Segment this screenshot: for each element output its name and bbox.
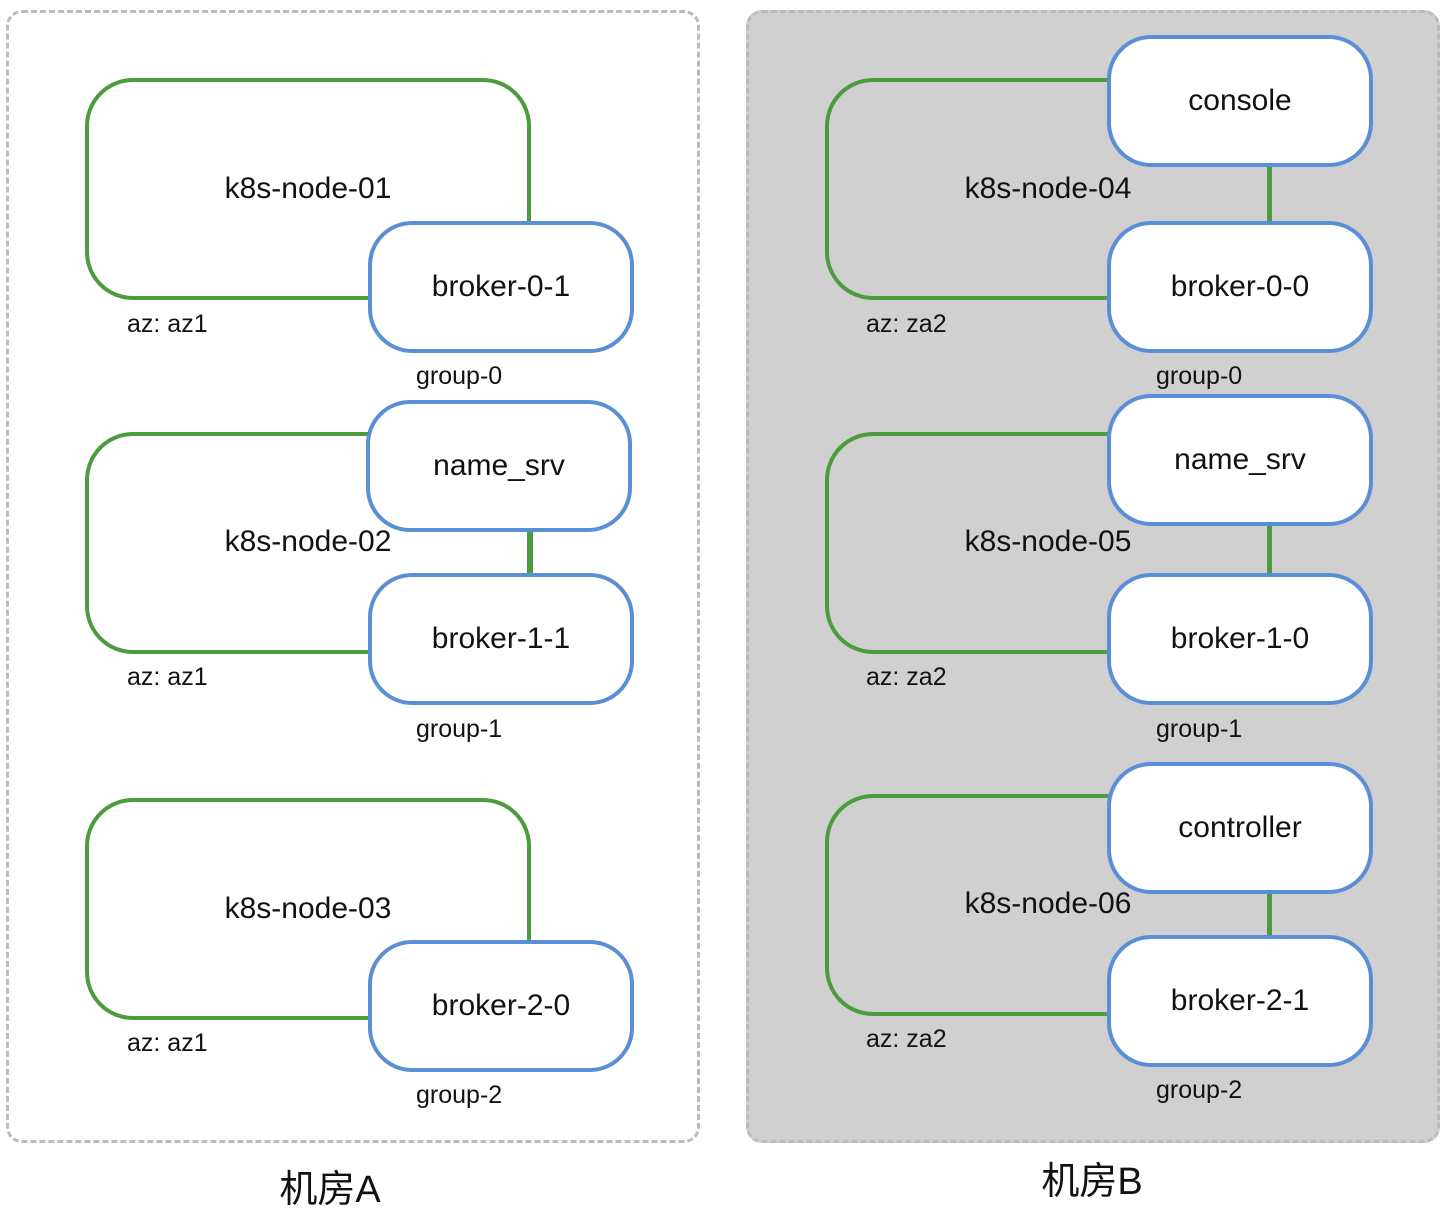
node-label-01: k8s-node-01	[224, 172, 392, 205]
pod-controller[interactable]: controller	[1107, 762, 1373, 894]
pod-broker-1-1[interactable]: broker-1-1	[368, 573, 634, 705]
pod-console[interactable]: console	[1107, 35, 1373, 167]
pod-connector	[1268, 888, 1272, 940]
pod-broker-0-1[interactable]: broker-0-1	[368, 221, 634, 353]
group-label-b0: group-0	[1156, 362, 1243, 390]
node-label-03: k8s-node-03	[224, 892, 392, 925]
node-label-06: k8s-node-06	[964, 887, 1132, 920]
k8s-node-03[interactable]	[85, 798, 531, 1020]
group-label-a0: group-0	[416, 362, 503, 390]
pod-connector	[1268, 520, 1272, 578]
az-label-03: az: az1	[127, 1029, 208, 1057]
pod-name-srv-b[interactable]: name_srv	[1107, 394, 1373, 526]
pod-broker-1-0[interactable]: broker-1-0	[1107, 573, 1373, 705]
pod-broker-2-0[interactable]: broker-2-0	[368, 940, 634, 1072]
k8s-node-01[interactable]	[85, 78, 531, 300]
node-label-04: k8s-node-04	[964, 172, 1132, 205]
az-label-04: az: za2	[866, 310, 947, 338]
az-label-05: az: za2	[866, 663, 947, 691]
pod-name-srv-a[interactable]: name_srv	[366, 400, 632, 532]
group-label-b1: group-1	[1156, 715, 1243, 743]
az-label-01: az: az1	[127, 310, 208, 338]
pod-broker-2-1[interactable]: broker-2-1	[1107, 935, 1373, 1067]
az-label-02: az: az1	[127, 663, 208, 691]
group-label-b2: group-2	[1156, 1076, 1243, 1104]
pod-broker-0-0[interactable]: broker-0-0	[1107, 221, 1373, 353]
node-label-02: k8s-node-02	[224, 525, 392, 558]
group-label-a1: group-1	[416, 715, 503, 743]
pod-connector	[529, 530, 533, 576]
datacenter-b-label: 机房B	[1041, 1161, 1143, 1203]
datacenter-a-label: 机房A	[279, 1169, 381, 1211]
group-label-a2: group-2	[416, 1081, 503, 1109]
az-label-06: az: za2	[866, 1025, 947, 1053]
pod-connector	[1268, 160, 1272, 226]
node-label-05: k8s-node-05	[964, 525, 1132, 558]
